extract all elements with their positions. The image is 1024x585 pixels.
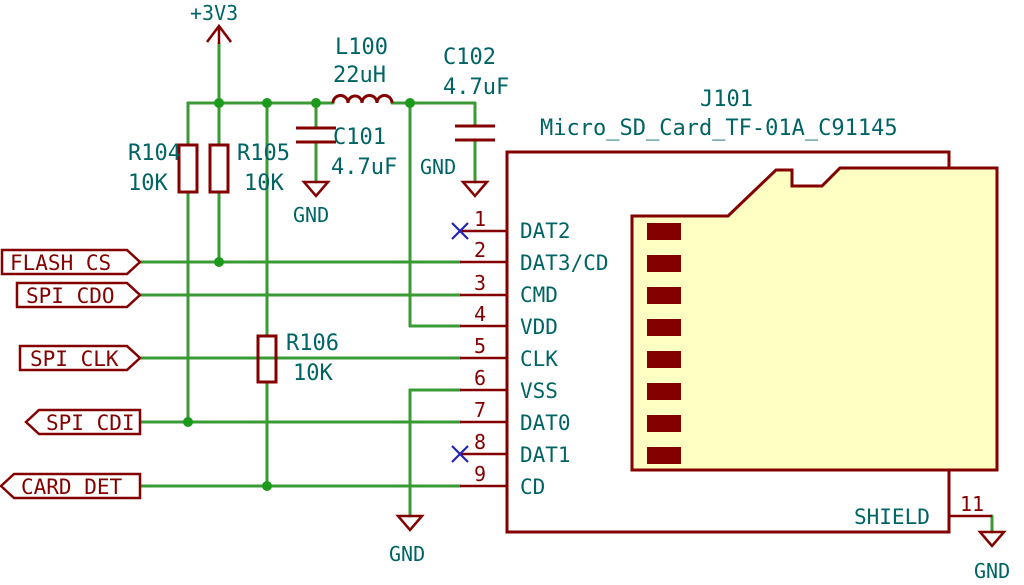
card-contact [647,319,681,336]
pin-number: 1 [474,207,486,231]
junction-dot [311,98,321,108]
card-contact [647,351,681,368]
card-det-text: CARD_DET [21,475,123,499]
j101-pin: 7 DAT0 [460,398,571,435]
j101-shield-pin: 11 SHIELD [854,492,992,529]
net-label-spi-cdo: SPI_CDO [15,281,142,309]
pin-number: 9 [474,462,486,486]
power-3v3-label: +3V3 [190,1,238,25]
ground-icon [977,530,1007,548]
j101-pin: 2 DAT3/CD [460,238,609,275]
spi-cdo-text: SPI_CDO [26,284,115,308]
pin-number: 4 [474,302,486,326]
c102-value: 4.7uF [443,75,509,100]
pin-name: DAT1 [520,443,571,467]
pin-name: DAT0 [520,411,571,435]
resistor-r104: R104 10K [128,141,199,196]
net-label-spi-cdi: SPI_CDI [24,408,142,436]
pin-name: VDD [520,315,558,339]
r105-value: 10K [244,171,284,196]
j101-pin: 6 VSS [460,366,558,403]
ground-icon [395,514,425,532]
junction-dot [214,98,224,108]
junction-dot [183,417,193,427]
pin-number: 8 [474,430,486,454]
r105-ref: R105 [237,141,290,166]
gnd-c101: GND [293,180,331,227]
net-label-spi-clk: SPI_CLK [18,344,142,372]
pin-number: 6 [474,366,486,390]
spi-clk-text: SPI_CLK [30,347,119,371]
junction-dot [405,98,415,108]
pin-name: DAT2 [520,219,571,243]
card-contact [647,255,681,272]
pin-name: CD [520,475,545,499]
j101-pin: 3 CMD [460,271,558,307]
j101-pin: 5 CLK [460,334,558,371]
power-3v3: +3V3 [190,1,238,44]
shield-pin-number: 11 [960,492,984,516]
j101-pin: 1 DAT2 [460,207,571,243]
gnd-c102: GND [420,155,490,198]
ground-icon [460,180,490,198]
r106-value: 10K [293,361,333,386]
connector-j101: J101 Micro_SD_Card_TF-01A_C91145 1 DAT2 … [460,87,999,534]
gnd-shield-label: GND [974,559,1010,583]
capacitor-c102: C102 4.7uF [443,45,509,142]
gnd-c101-label: GND [293,203,329,227]
junctions [183,98,415,491]
pin-number: 3 [474,271,486,295]
pin-name: DAT3/CD [520,251,609,275]
resistor-r106: R106 10K [256,331,339,386]
ground-icon [301,180,331,198]
flash-cs-text: FLASH_CS [10,251,111,275]
c101-ref: C101 [333,125,386,150]
wires [138,42,994,534]
net-label-card-det: CARD_DET [0,472,142,500]
no-connect-pin8 [451,445,469,463]
junction-dot [262,98,272,108]
gnd-vss: GND [389,514,425,566]
net-label-flash-cs: FLASH_CS [0,248,142,276]
pin-number: 2 [474,238,486,262]
inductor-l100: L100 22uH [331,35,394,104]
j101-ref: J101 [700,87,753,112]
j101-pin: 8 DAT1 [460,430,571,467]
pin-name: VSS [520,379,558,403]
junction-dot [214,257,224,267]
gnd-vss-label: GND [389,542,425,566]
no-connect-pin1 [451,222,469,240]
j101-pin: 9 CD [460,462,545,499]
j101-pin: 4 VDD [460,302,558,339]
sd-card-graphic [630,166,999,472]
inductor-coil [331,94,394,104]
spi-cdi-text: SPI_CDI [46,411,135,435]
pin-name: CLK [520,347,558,371]
arrow-up-icon [206,23,232,43]
c101-value: 4.7uF [331,155,397,180]
r104-ref: R104 [128,141,181,166]
r104-value: 10K [128,171,168,196]
j101-value: Micro_SD_Card_TF-01A_C91145 [540,116,898,141]
card-contact [647,447,681,464]
shield-pin-name: SHIELD [854,505,930,529]
l100-value: 22uH [333,63,386,88]
junction-dot [262,481,272,491]
card-contact [647,223,681,240]
card-contact [647,383,681,400]
pin-name: CMD [520,283,558,307]
c102-ref: C102 [443,45,496,70]
pin-number: 5 [474,334,486,358]
gnd-shield: GND [974,530,1010,583]
l100-ref: L100 [335,35,388,60]
resistor-r105: R105 10K [208,141,290,196]
card-contact [647,287,681,304]
gnd-c102-label: GND [420,155,456,179]
capacitor-c101: C101 4.7uF [296,125,397,180]
card-contact [647,415,681,432]
pin-number: 7 [474,398,486,422]
r106-ref: R106 [286,331,339,356]
